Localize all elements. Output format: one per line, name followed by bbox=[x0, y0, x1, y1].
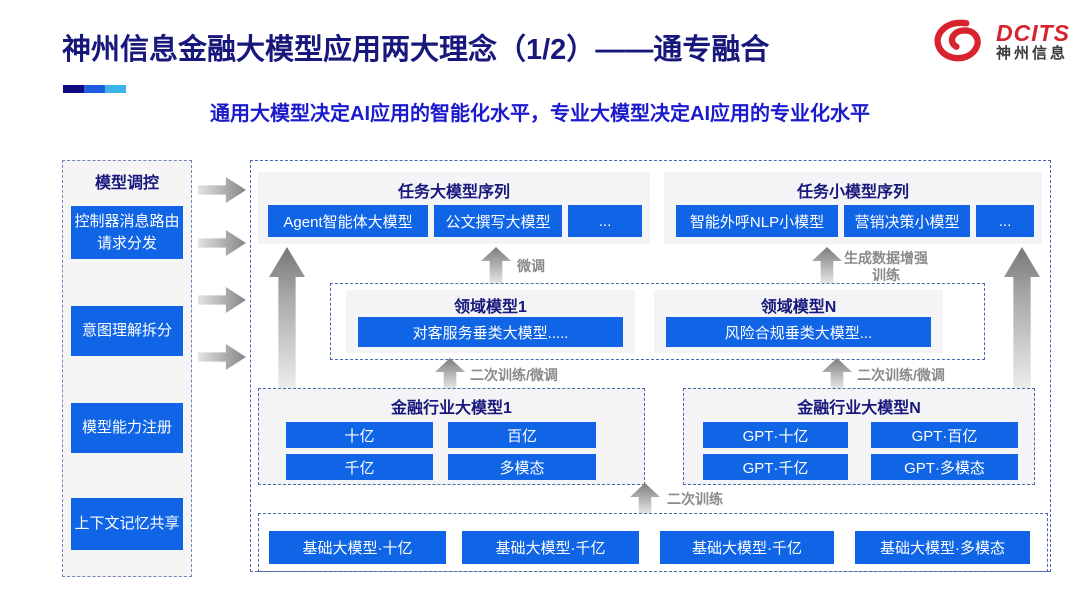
industry1-item-ten-billion: 百亿 bbox=[448, 422, 596, 448]
industryN-item-gpt-ten-billion: GPT·百亿 bbox=[871, 422, 1018, 448]
finetune-label: 微调 bbox=[517, 258, 545, 274]
retrain-label: 二次训练 bbox=[667, 491, 723, 507]
industry-model-n-title: 金融行业大模型N bbox=[797, 400, 921, 417]
task-large-model-panel: 任务大模型序列 Agent智能体大模型 公文撰写大模型 ... bbox=[258, 172, 650, 244]
task-large-title: 任务大模型序列 bbox=[397, 184, 510, 201]
domain-model-n-panel: 领域模型N 风险合规垂类大模型... bbox=[654, 290, 943, 353]
industry1-item-multimodal: 多模态 bbox=[448, 454, 596, 480]
dcits-logo-text: DCITS 神州信息 bbox=[996, 21, 1070, 63]
gen-data-label: 生成数据增强训练 bbox=[844, 250, 928, 283]
page-title: 神州信息金融大模型应用两大理念（1/2）——通专融合 bbox=[62, 34, 770, 66]
task-large-item-more: ... bbox=[568, 205, 642, 237]
task-small-item-marketing: 营销决策小模型 bbox=[844, 205, 970, 237]
dcits-brand-name-cn: 神州信息 bbox=[996, 45, 1069, 62]
bar-segment-navy bbox=[63, 85, 84, 93]
bar-segment-cyan bbox=[105, 85, 126, 93]
model-control-sidebar: 模型调控 控制器消息路由请求分发 意图理解拆分 模型能力注册 上下文记忆共享 bbox=[62, 160, 192, 577]
sidebar-item-intent-split: 意图理解拆分 bbox=[71, 306, 183, 356]
base-model-hundred-billion-2: 基础大模型·千亿 bbox=[660, 531, 834, 564]
right-arrow-icon bbox=[198, 230, 246, 256]
domain-model-frame bbox=[330, 283, 985, 360]
industryN-item-gpt-hundred-billion: GPT·千亿 bbox=[703, 454, 848, 480]
domain-model-1-item: 对客服务垂类大模型..... bbox=[358, 317, 623, 347]
sidebar-item-message-routing: 控制器消息路由请求分发 bbox=[71, 206, 183, 259]
industryN-item-gpt-billion: GPT·十亿 bbox=[703, 422, 848, 448]
right-arrow-icon bbox=[198, 287, 246, 313]
sidebar-item-capability-register: 模型能力注册 bbox=[71, 403, 183, 453]
right-arrow-icon bbox=[198, 344, 246, 370]
task-small-model-panel: 任务小模型序列 智能外呼NLP小模型 营销决策小模型 ... bbox=[664, 172, 1042, 244]
domain-model-n-title: 领域模型N bbox=[760, 299, 837, 316]
bar-segment-blue bbox=[84, 85, 105, 93]
domain-model-1-panel: 领域模型1 对客服务垂类大模型..... bbox=[346, 290, 635, 353]
industry1-item-hundred-billion: 千亿 bbox=[286, 454, 433, 480]
dcits-logo: DCITS 神州信息 bbox=[932, 18, 1070, 66]
task-small-item-more: ... bbox=[976, 205, 1034, 237]
industry1-item-billion: 十亿 bbox=[286, 422, 433, 448]
retrain-finetune-label-right: 二次训练/微调 bbox=[857, 367, 945, 383]
retrain-finetune-label-left: 二次训练/微调 bbox=[470, 367, 558, 383]
industry-model-n-panel: 金融行业大模型N GPT·十亿 GPT·百亿 GPT·千亿 GPT·多模态 bbox=[683, 388, 1035, 485]
task-large-item-document: 公文撰写大模型 bbox=[434, 205, 562, 237]
base-model-billion: 基础大模型·十亿 bbox=[269, 531, 446, 564]
industryN-item-gpt-multimodal: GPT·多模态 bbox=[871, 454, 1018, 480]
task-small-item-nlp: 智能外呼NLP小模型 bbox=[676, 205, 838, 237]
slide-subtitle: 通用大模型决定AI应用的智能化水平，专业大模型决定AI应用的专业化水平 bbox=[210, 103, 870, 125]
industry-model-1-panel: 金融行业大模型1 十亿 百亿 千亿 多模态 bbox=[258, 388, 645, 485]
task-large-item-agent: Agent智能体大模型 bbox=[268, 205, 428, 237]
base-model-panel: 基础大模型·十亿 基础大模型·千亿 基础大模型·千亿 基础大模型·多模态 bbox=[258, 513, 1048, 572]
base-model-hundred-billion-1: 基础大模型·千亿 bbox=[462, 531, 639, 564]
dcits-swirl-icon bbox=[934, 19, 981, 62]
sidebar-item-context-memory: 上下文记忆共享 bbox=[71, 498, 183, 550]
sidebar-title: 模型调控 bbox=[94, 175, 159, 192]
base-model-multimodal: 基础大模型·多模态 bbox=[855, 531, 1030, 564]
task-small-title: 任务小模型序列 bbox=[796, 184, 909, 201]
right-arrow-icon bbox=[198, 177, 246, 203]
domain-model-1-title: 领域模型1 bbox=[454, 299, 527, 316]
industry-model-1-title: 金融行业大模型1 bbox=[391, 400, 512, 417]
domain-model-n-item: 风险合规垂类大模型... bbox=[666, 317, 931, 347]
title-underline-bar bbox=[63, 85, 126, 93]
dcits-brand-name: DCITS bbox=[996, 20, 1070, 46]
